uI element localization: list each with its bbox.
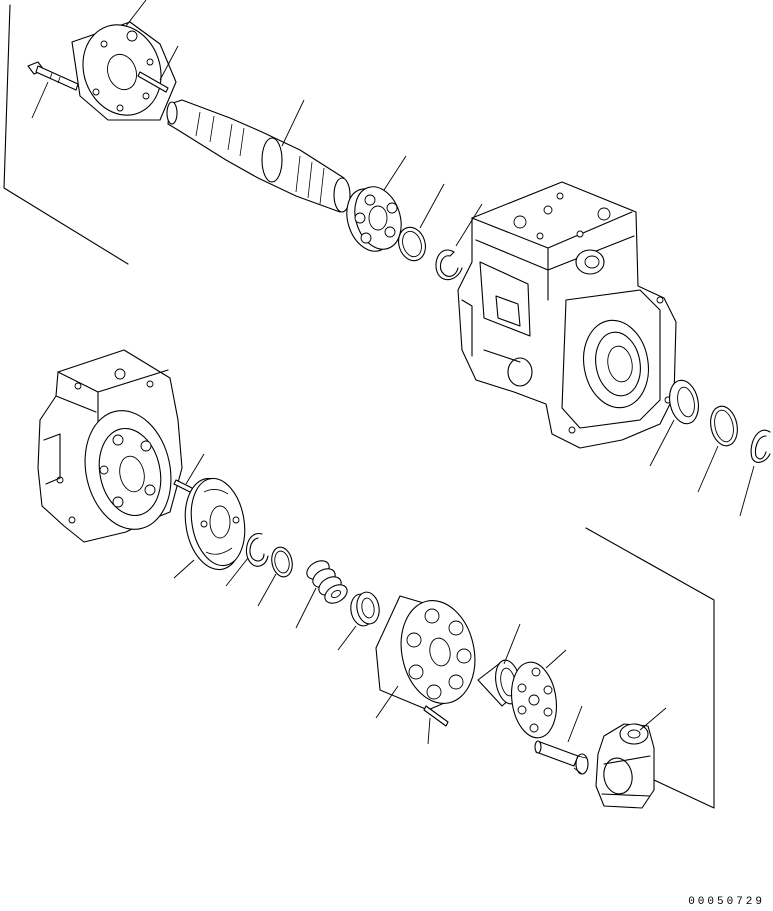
leader-spring-seat: [337, 625, 357, 651]
snap-ring-upper-1[interactable]: [394, 224, 429, 264]
leader-drive-shaft: [281, 99, 305, 147]
rotating-group-boundary: [585, 527, 715, 809]
leader-oil-seal: [649, 419, 675, 467]
drawing-number: 00050729: [688, 896, 765, 908]
cylinder-block[interactable]: [375, 594, 484, 711]
snap-ring-upper-2[interactable]: [435, 249, 463, 281]
leader-valve-pin: [185, 453, 205, 485]
snap-ring-lower-1[interactable]: [245, 533, 269, 567]
leader-end-cover: [125, 0, 147, 27]
spring[interactable]: [304, 557, 351, 607]
leader-retainer-plate: [545, 649, 567, 669]
retainer-plate[interactable]: [507, 659, 561, 740]
leader-snap-ring-right-2: [739, 465, 755, 517]
spring-seat[interactable]: [348, 590, 381, 627]
oil-seal[interactable]: [666, 378, 703, 427]
leader-spring: [295, 587, 317, 629]
bearing[interactable]: [339, 181, 409, 257]
leader-snap-ring-lower-1: [225, 557, 249, 587]
leader-spherical-bushing: [503, 623, 521, 665]
cover-bolt[interactable]: [27, 61, 79, 91]
leader-valve-plate: [173, 559, 195, 579]
piston[interactable]: [534, 740, 589, 775]
snap-ring-right-1[interactable]: [707, 404, 741, 449]
block-pin[interactable]: [423, 705, 449, 727]
leader-block-pin: [427, 717, 431, 745]
leader-snap-ring-upper-2: [455, 203, 483, 247]
drive-shaft[interactable]: [166, 99, 351, 213]
spacer-ring[interactable]: [269, 545, 295, 579]
leader-cover-bolt: [31, 81, 49, 119]
shaft-group-boundary: [3, 4, 129, 265]
snap-ring-right-2[interactable]: [750, 429, 771, 463]
leader-snap-ring-upper-1: [419, 183, 445, 229]
end-cover[interactable]: [71, 14, 177, 126]
leader-spacer-ring: [257, 573, 277, 607]
leader-lines: [31, 0, 755, 745]
leader-snap-ring-right-1: [697, 445, 719, 493]
valve-plate[interactable]: [178, 474, 251, 574]
swash-plate[interactable]: [595, 723, 655, 809]
leader-piston: [567, 705, 583, 743]
leader-cylinder-block: [375, 685, 399, 719]
pump-housing[interactable]: [457, 181, 677, 449]
leader-bearing: [383, 155, 407, 191]
leader-dowel-pin: [159, 45, 179, 81]
leader-swash-plate: [639, 707, 667, 731]
valve-housing[interactable]: [37, 349, 183, 543]
dowel-pin[interactable]: [137, 71, 169, 93]
